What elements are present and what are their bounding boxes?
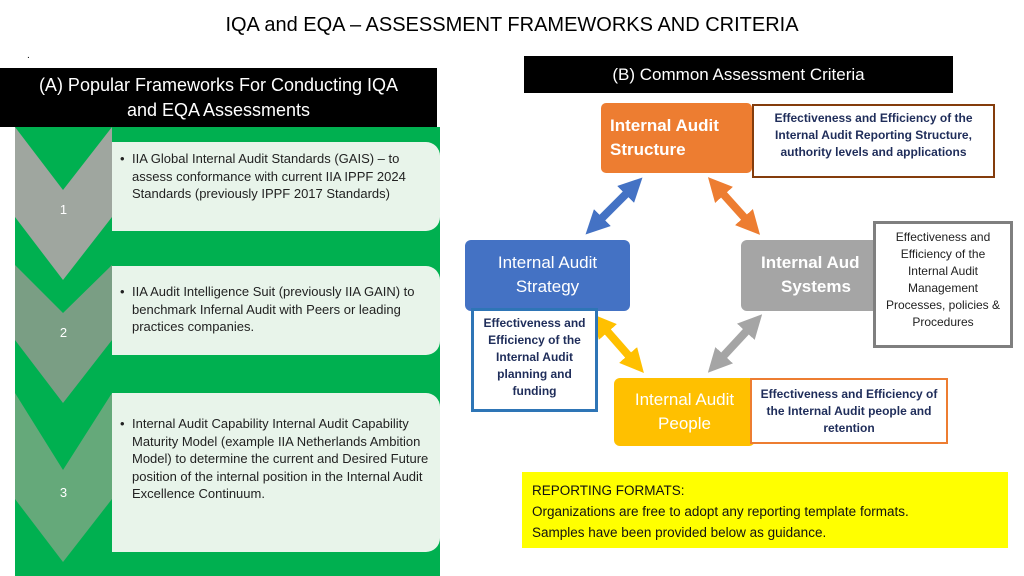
chevron-1: [15, 127, 112, 190]
framework-item-2: •IIA Audit Intelligence Suit (previously…: [112, 266, 440, 355]
reporting-heading: REPORTING FORMATS:: [532, 483, 685, 498]
chevron-3: [15, 393, 112, 562]
arrow-structure-systems: [707, 177, 761, 235]
node-label: Internal Aud: [761, 253, 860, 272]
stray-dot: .: [27, 50, 30, 61]
strategy-description: Effectiveness and Efficiency of the Inte…: [471, 308, 598, 412]
framework-item-text: Internal Audit Capability Internal Audit…: [132, 416, 429, 501]
arrow-strategy-people: [592, 313, 644, 374]
node-label: Internal Audit: [634, 390, 735, 409]
framework-item-text: IIA Global Internal Audit Standards (GAI…: [132, 151, 406, 201]
node-label: People: [658, 414, 711, 433]
step-number-1: 1: [59, 202, 68, 217]
chevron-1: [15, 127, 112, 280]
chevron-2: [15, 265, 112, 403]
node-label: Internal Audit: [610, 116, 719, 135]
node-label: Structure: [610, 140, 686, 159]
section-b-heading: (B) Common Assessment Criteria: [524, 56, 953, 93]
node-label: Strategy: [515, 277, 580, 296]
slide-title: IQA and EQA – ASSESSMENT FRAMEWORKS AND …: [225, 14, 799, 36]
people-description: Effectiveness and Efficiency of the Inte…: [750, 378, 948, 444]
reporting-formats-note: REPORTING FORMATS: Organizations are fre…: [522, 472, 1008, 548]
step-number-2: 2: [59, 325, 68, 340]
step-number-3: 3: [59, 485, 68, 500]
framework-item-text: IIA Audit Intelligence Suit (previously …: [132, 284, 415, 334]
node-label: Systems: [781, 277, 851, 296]
reporting-line2: Samples have been provided below as guid…: [532, 525, 827, 540]
section-a-heading: (A) Popular Frameworks For Conducting IQ…: [0, 68, 437, 127]
chevron-process-graphic: [15, 127, 112, 562]
framework-item-1: •IIA Global Internal Audit Standards (GA…: [112, 142, 440, 231]
systems-description: Effectiveness and Efficiency of the Inte…: [873, 221, 1013, 348]
structure-description: Effectiveness and Efficiency of the Inte…: [752, 104, 995, 178]
arrow-strategy-structure: [585, 177, 643, 235]
framework-item-3: •Internal Audit Capability Internal Audi…: [112, 393, 440, 552]
arrow-people-systems: [707, 314, 763, 373]
node-label: Internal Audit: [497, 253, 598, 272]
section-a-heading-line2: and EQA Assessments: [126, 100, 311, 120]
section-a-heading-line1: (A) Popular Frameworks For Conducting IQ…: [38, 75, 399, 95]
reporting-line1: Organizations are free to adopt any repo…: [532, 504, 909, 519]
